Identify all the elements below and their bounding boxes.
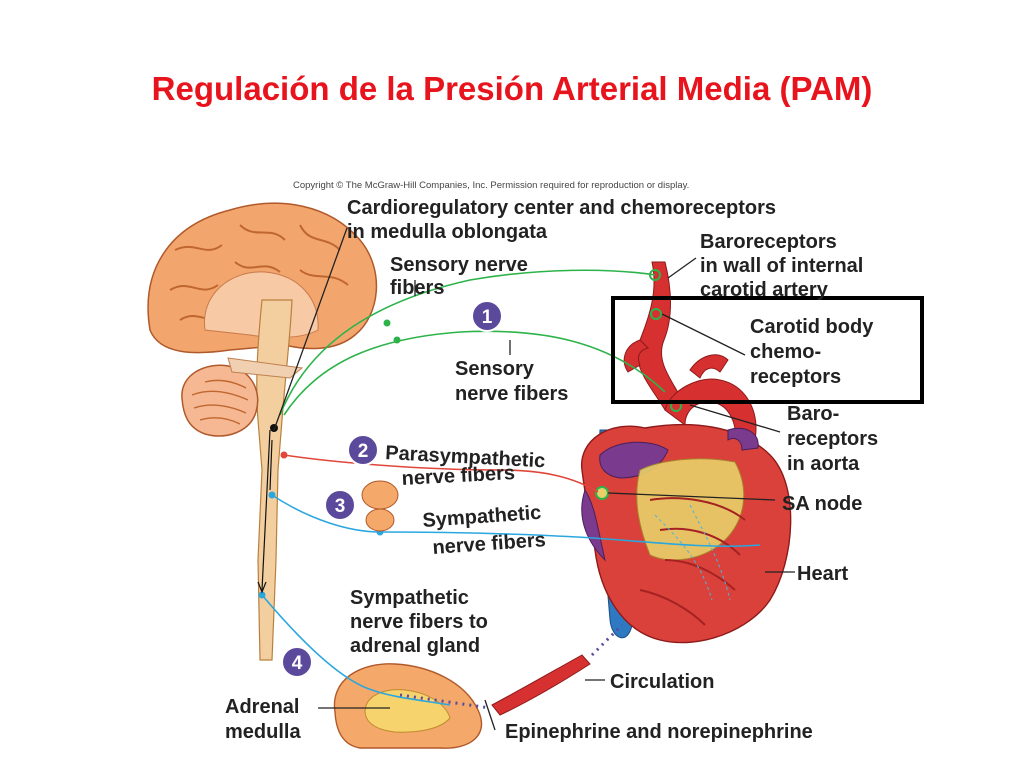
label-carotid-body-2: chemo- — [750, 341, 821, 363]
label-baroreceptors-carotid: Baroreceptors — [700, 231, 837, 253]
label-epinephrine-norepinephrine: Epinephrine and norepinephrine — [505, 721, 813, 743]
step-number: 1 — [482, 307, 493, 328]
label-carotid-body: Carotid body — [750, 316, 874, 338]
label-sa-node: SA node — [782, 493, 862, 515]
diagram-labels: Cardioregulatory center and chemorecepto… — [225, 197, 878, 743]
label-baroreceptors-carotid-2: in wall of internal — [700, 255, 863, 277]
sympathetic-nerve-heart — [271, 494, 761, 547]
sympathetic-ganglion — [361, 480, 399, 532]
label-baroreceptors-aorta-3: in aorta — [787, 453, 860, 475]
step-marker-3: 3 — [324, 489, 356, 521]
adrenal-gland-illustration — [333, 623, 624, 749]
label-sympathetic-adrenal-2: nerve fibers to — [350, 611, 488, 633]
label-sympathetic: Sympathetic — [422, 502, 542, 532]
label-baroreceptors-aorta-2: receptors — [787, 428, 878, 450]
step-number: 4 — [292, 653, 303, 674]
label-sympathetic-2: nerve fibers — [432, 529, 547, 559]
label-cardioregulatory-center: Cardioregulatory center and chemorecepto… — [347, 197, 776, 219]
label-sensory-nerve-top-2: fibers — [390, 277, 444, 299]
sa-node — [595, 486, 609, 500]
label-sympathetic-adrenal-3: adrenal gland — [350, 635, 480, 657]
parasympathetic-nerve — [283, 454, 599, 493]
label-baroreceptors-carotid-3: carotid artery — [700, 279, 829, 301]
label-sensory-nerve-top: Sensory nerve — [390, 254, 528, 276]
step-marker-4: 4 — [281, 646, 313, 678]
step-marker-1: 1 — [471, 300, 503, 332]
cerebellum — [181, 364, 259, 437]
label-sensory-nerve-mid-2: nerve fibers — [455, 383, 568, 405]
slide-title: Regulación de la Presión Arterial Media … — [151, 70, 873, 107]
label-heart: Heart — [797, 563, 848, 585]
brain-illustration — [147, 202, 378, 661]
label-circulation: Circulation — [610, 671, 714, 693]
carotid-body-highlight-box — [611, 296, 924, 404]
circulation-vessel — [491, 654, 591, 716]
label-parasympathetic-2: nerve fibers — [401, 462, 515, 490]
label-adrenal-medulla-2: medulla — [225, 721, 301, 743]
brainstem — [256, 299, 293, 661]
step-marker-2: 2 — [347, 434, 379, 466]
sensory-nerve-top — [279, 269, 656, 416]
label-baroreceptors-aorta: Baro- — [787, 403, 839, 425]
step-number: 2 — [358, 441, 369, 462]
label-sensory-nerve-mid: Sensory — [455, 358, 535, 380]
label-medulla-oblongata: in medulla oblongata — [347, 221, 548, 243]
leader-lines — [273, 227, 795, 731]
heart-illustration — [581, 261, 792, 644]
label-adrenal-medulla: Adrenal — [225, 696, 299, 718]
label-carotid-body-3: receptors — [750, 366, 841, 388]
step-number: 3 — [335, 496, 346, 517]
label-sympathetic-adrenal: Sympathetic — [350, 587, 469, 609]
copyright-text: Copyright © The McGraw-Hill Companies, I… — [293, 180, 689, 191]
sympathetic-nerve-adrenal — [261, 594, 451, 706]
nerve-pathways — [257, 269, 761, 706]
